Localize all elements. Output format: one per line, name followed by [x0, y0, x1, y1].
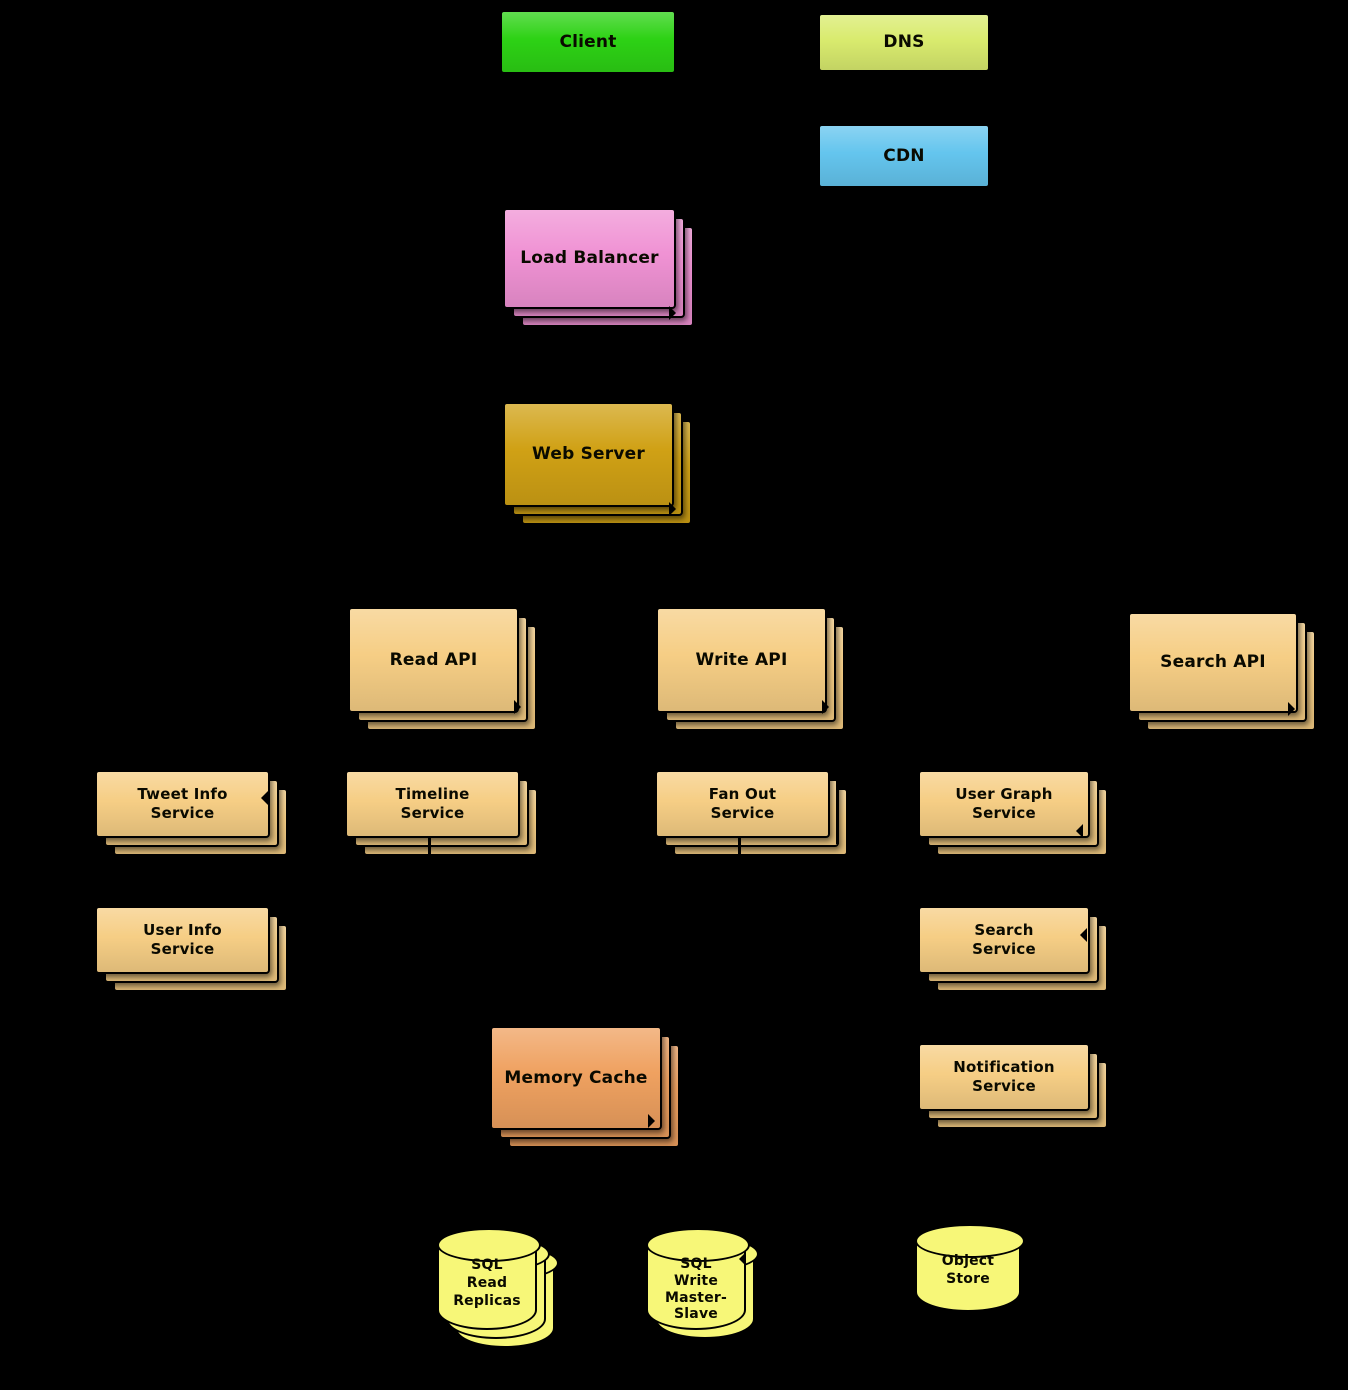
node-label: SQL Write Master- Slave — [664, 1256, 727, 1323]
arrowhead-icon — [822, 700, 829, 714]
node-label: Memory Cache — [504, 1067, 648, 1088]
node-search-api: Search API — [1128, 612, 1316, 731]
node-label: Web Server — [532, 444, 645, 465]
node-face: Search Service — [918, 906, 1090, 974]
node-face: Timeline Service — [345, 770, 520, 838]
node-face: Fan Out Service — [655, 770, 830, 838]
node-tweet-info-service: Tweet Info Service — [95, 770, 288, 856]
node-user-info-service: User Info Service — [95, 906, 288, 992]
node-label: SQL Read Replicas — [453, 1257, 521, 1310]
node-notification-service: Notification Service — [918, 1043, 1108, 1129]
node-face: User Graph Service — [918, 770, 1090, 838]
node-object-store: Object Store — [915, 1224, 1025, 1312]
node-face: Object Store — [915, 1224, 1025, 1312]
node-cdn: CDN — [818, 124, 990, 188]
arrowhead-icon — [648, 1114, 655, 1128]
node-write-api: Write API — [656, 607, 845, 731]
node-label: Search API — [1160, 652, 1266, 673]
node-label: Write API — [695, 649, 788, 670]
node-sql-read-replicas: SQL Read Replicas — [437, 1228, 559, 1348]
node-face: Search API — [1128, 612, 1298, 713]
node-read-api: Read API — [348, 607, 537, 731]
node-face: Write API — [656, 607, 827, 713]
node-label: Timeline Service — [395, 784, 470, 823]
node-web-server: Web Server — [503, 402, 692, 525]
node-timeline-service: Timeline Service — [345, 770, 538, 856]
node-label: Fan Out Service — [708, 784, 777, 823]
arrowhead-icon — [669, 306, 676, 320]
node-load-balancer: Load Balancer — [503, 208, 694, 327]
node-label: Search Service — [972, 920, 1036, 959]
node-face: SQL Write Master- Slave — [646, 1228, 750, 1330]
line-stub-icon — [836, 774, 839, 844]
arrowhead-icon — [261, 791, 268, 805]
node-dns: DNS — [818, 13, 990, 72]
node-user-graph-service: User Graph Service — [918, 770, 1108, 856]
line-stub-icon — [428, 838, 431, 868]
node-client: Client — [500, 10, 676, 74]
node-face: Tweet Info Service — [95, 770, 270, 838]
node-face: Memory Cache — [490, 1026, 662, 1130]
line-stub-icon — [738, 838, 741, 868]
node-label: Client — [559, 31, 617, 52]
node-search-service: Search Service — [918, 906, 1108, 992]
node-face: DNS — [818, 13, 990, 72]
node-face: CDN — [818, 124, 990, 188]
node-label: Read API — [389, 649, 478, 670]
node-label: Load Balancer — [520, 248, 659, 269]
arrowhead-icon — [1080, 928, 1087, 942]
node-face: SQL Read Replicas — [437, 1228, 541, 1330]
node-face: Load Balancer — [503, 208, 676, 309]
node-label: User Graph Service — [955, 784, 1053, 823]
node-face: Read API — [348, 607, 519, 713]
node-face: Web Server — [503, 402, 674, 507]
node-fan-out-service: Fan Out Service — [655, 770, 848, 856]
node-label: DNS — [883, 32, 925, 53]
node-label: Object Store — [941, 1253, 995, 1288]
node-label: Notification Service — [953, 1057, 1055, 1096]
arrowhead-icon — [1288, 702, 1295, 716]
node-label: CDN — [883, 145, 925, 166]
node-face: User Info Service — [95, 906, 270, 974]
node-face: Notification Service — [918, 1043, 1090, 1111]
node-sql-write-master-slave: SQL Write Master- Slave — [646, 1228, 759, 1339]
arrowhead-icon — [514, 700, 521, 714]
arrowhead-icon — [669, 502, 676, 516]
node-label: Tweet Info Service — [137, 784, 228, 823]
node-memory-cache: Memory Cache — [490, 1026, 680, 1148]
node-face: Client — [500, 10, 676, 74]
node-label: User Info Service — [143, 920, 222, 959]
arrowhead-icon — [1076, 824, 1083, 838]
arrowhead-icon — [739, 1252, 746, 1266]
